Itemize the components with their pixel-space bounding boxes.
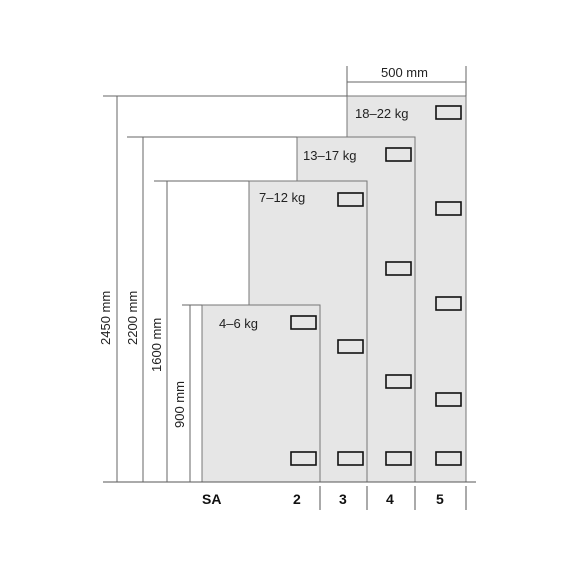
column-label-2: 2 bbox=[293, 491, 301, 507]
width-label: 500 mm bbox=[381, 65, 428, 80]
height-label-1600: 1600 mm bbox=[149, 318, 164, 372]
slot-icon bbox=[385, 147, 412, 162]
column-label-sa: SA bbox=[202, 491, 221, 507]
load-label-size-5: 18–22 kg bbox=[355, 106, 409, 121]
panel-2-slots bbox=[290, 315, 317, 466]
panel-3-slots bbox=[337, 192, 364, 466]
load-label-size-3: 7–12 kg bbox=[259, 190, 305, 205]
slot-icon bbox=[385, 451, 412, 466]
panel-size-2 bbox=[201, 304, 321, 483]
slot-icon bbox=[385, 374, 412, 389]
slot-icon bbox=[385, 261, 412, 276]
panel-4-slots bbox=[385, 147, 412, 466]
slot-icon bbox=[435, 296, 462, 311]
width-dimension bbox=[346, 66, 467, 96]
column-label-4: 4 bbox=[386, 491, 394, 507]
column-label-5: 5 bbox=[436, 491, 444, 507]
slot-icon bbox=[337, 451, 364, 466]
slot-icon bbox=[435, 392, 462, 407]
height-dimensions bbox=[103, 95, 347, 482]
column-separators bbox=[319, 486, 467, 510]
panel-5-slots bbox=[435, 105, 462, 466]
column-label-3: 3 bbox=[339, 491, 347, 507]
slot-icon bbox=[435, 451, 462, 466]
slot-icon bbox=[337, 339, 364, 354]
slot-icon bbox=[337, 192, 364, 207]
height-label-2200: 2200 mm bbox=[125, 291, 140, 345]
slot-icon bbox=[290, 315, 317, 330]
load-label-size-4: 13–17 kg bbox=[303, 148, 357, 163]
slot-icon bbox=[435, 201, 462, 216]
height-label-900: 900 mm bbox=[172, 381, 187, 428]
slot-icon bbox=[290, 451, 317, 466]
slot-icon bbox=[435, 105, 462, 120]
height-label-2450: 2450 mm bbox=[98, 291, 113, 345]
load-label-size-2: 4–6 kg bbox=[219, 316, 258, 331]
